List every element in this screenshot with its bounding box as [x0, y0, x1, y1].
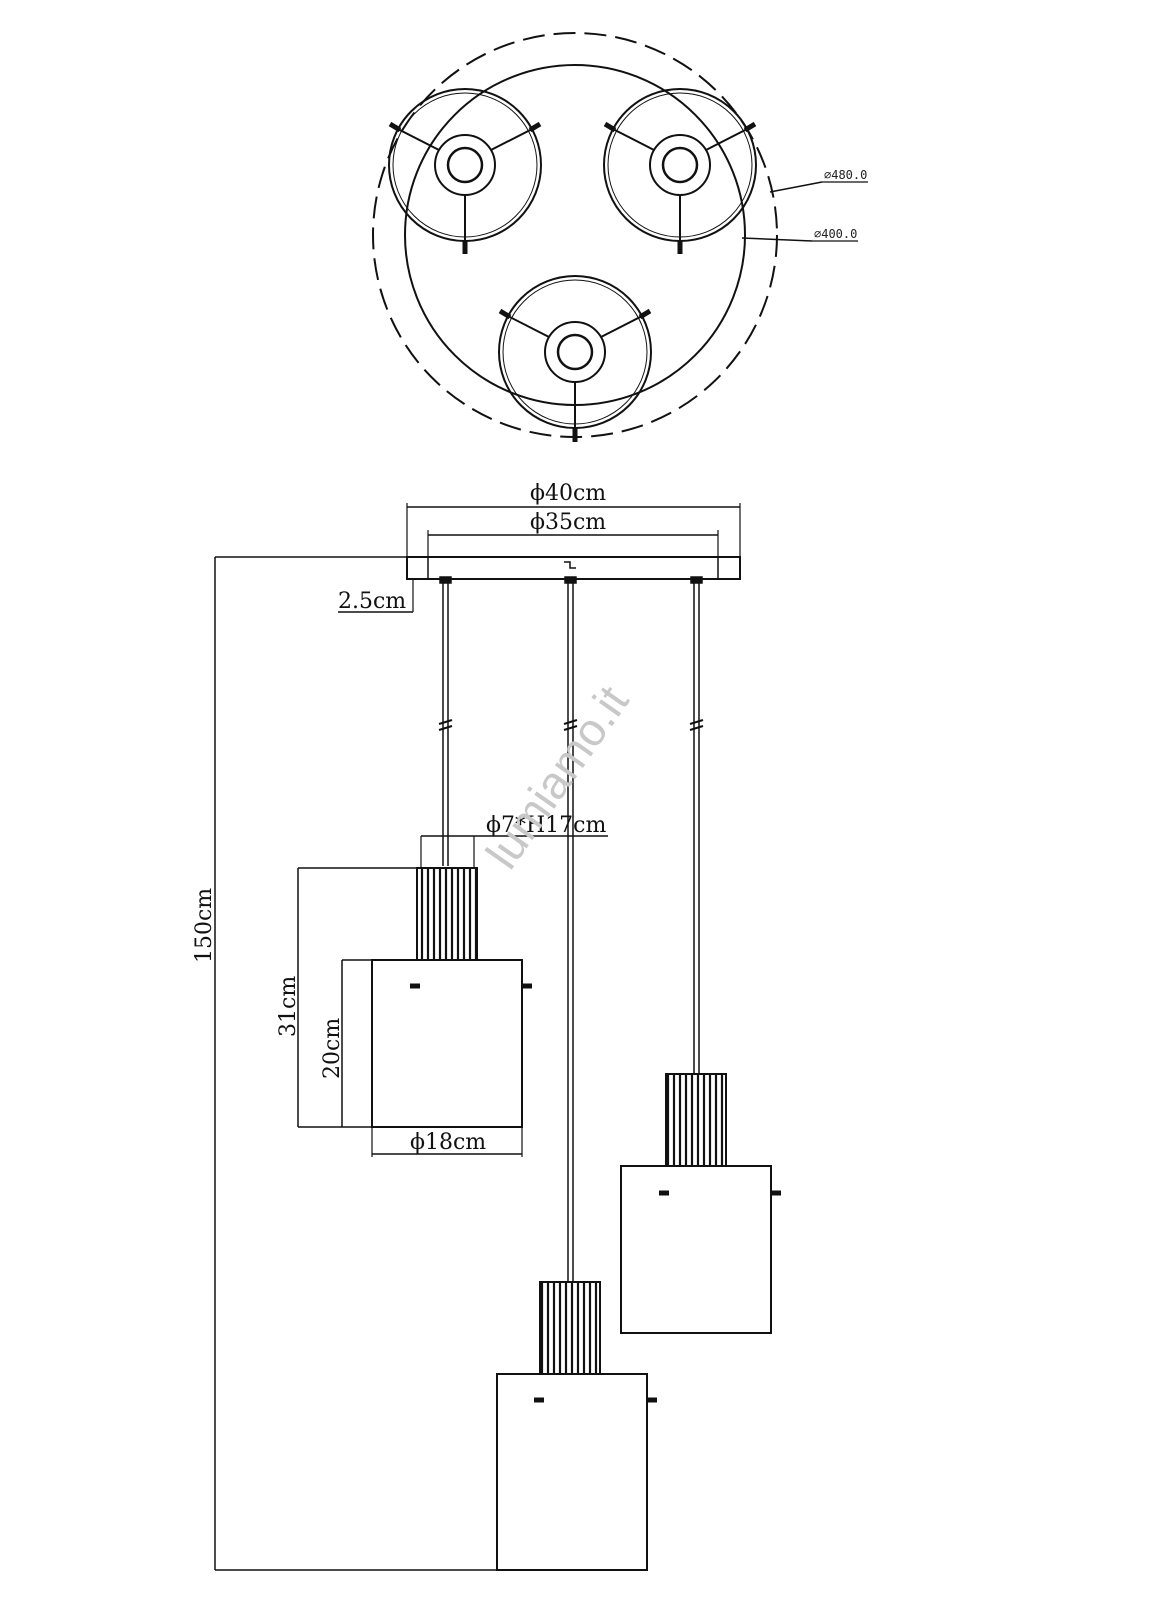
canopy-inner-label: ϕ35cm: [530, 510, 606, 535]
canopy-height-label: 2.5cm: [338, 589, 406, 614]
cable-right: [689, 576, 704, 1074]
pendant-left: [371, 867, 532, 1128]
shade-right: [620, 1165, 772, 1334]
shade-middle: [496, 1373, 648, 1571]
cable-left: [438, 576, 453, 866]
outer-diameter-label: ⌀480.0: [824, 168, 867, 182]
socket-middle: [539, 1281, 601, 1375]
shade-diameter-label: ϕ18cm: [410, 1130, 486, 1155]
top-view: [372, 32, 868, 442]
side-view: [214, 503, 781, 1571]
shade-left: [371, 959, 523, 1128]
outer-diameter-leader: [769, 181, 823, 193]
lamp-height-label: 31cm: [276, 976, 301, 1037]
socket-right: [665, 1073, 727, 1167]
top-shade-left: [388, 88, 542, 254]
inner-base-circle: [404, 64, 746, 406]
watermark: lumiamo.it: [476, 676, 639, 878]
inner-diameter-label: ⌀400.0: [814, 227, 857, 241]
shade-height-label: 20cm: [320, 1018, 345, 1079]
socket-left: [416, 867, 478, 961]
cable-middle: [563, 576, 578, 1282]
inner-diameter-leader: [741, 237, 813, 242]
total-height-label: 150cm: [192, 888, 217, 963]
pendant-middle: [496, 1281, 657, 1571]
top-shade-bottom: [498, 275, 652, 442]
top-shade-right: [603, 88, 757, 254]
canopy-diameter-label: ϕ40cm: [530, 481, 606, 506]
socket-label: ϕ7*H17cm: [486, 813, 606, 838]
pendant-right: [620, 1073, 781, 1334]
